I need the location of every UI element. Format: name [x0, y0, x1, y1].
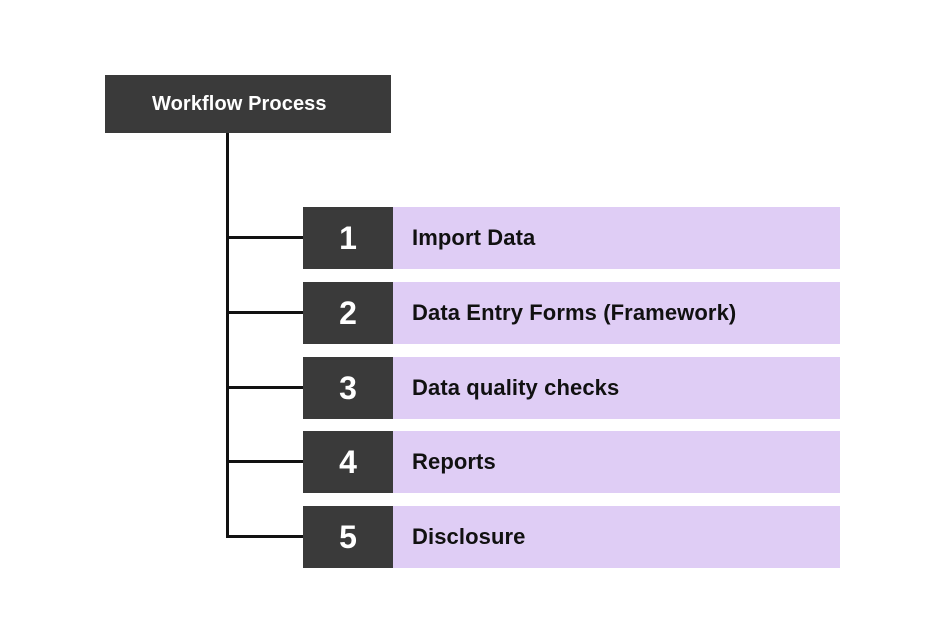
step-label-box: Disclosure [393, 506, 840, 568]
step-number-box: 3 [303, 357, 393, 419]
trunk-line [226, 133, 229, 538]
step-label: Disclosure [412, 524, 526, 549]
step-label: Import Data [412, 225, 536, 250]
step-number: 2 [339, 295, 357, 331]
step-number: 3 [339, 370, 357, 406]
step-label-box: Data quality checks [393, 357, 840, 419]
branch-line-1 [226, 236, 304, 239]
step-number-box: 5 [303, 506, 393, 568]
step-label: Data quality checks [412, 375, 620, 400]
step-row[interactable]: 1 Import Data [303, 207, 840, 269]
step-label-box: Reports [393, 431, 840, 493]
root-node: Workflow Process [105, 75, 391, 133]
step-number-box: 2 [303, 282, 393, 344]
step-number-box: 1 [303, 207, 393, 269]
step-label: Data Entry Forms (Framework) [412, 300, 737, 325]
branch-line-4 [226, 460, 304, 463]
step-label-box: Import Data [393, 207, 840, 269]
step-row[interactable]: 2 Data Entry Forms (Framework) [303, 282, 840, 344]
branch-line-2 [226, 311, 304, 314]
step-number: 1 [339, 220, 357, 256]
step-number: 5 [339, 519, 357, 555]
branch-line-3 [226, 386, 304, 389]
step-number: 4 [339, 444, 357, 480]
step-row[interactable]: 5 Disclosure [303, 506, 840, 568]
step-label-box: Data Entry Forms (Framework) [393, 282, 840, 344]
branch-line-5 [226, 535, 304, 538]
step-label: Reports [412, 449, 496, 474]
step-row[interactable]: 4 Reports [303, 431, 840, 493]
root-node-label: Workflow Process [152, 92, 327, 115]
step-number-box: 4 [303, 431, 393, 493]
step-row[interactable]: 3 Data quality checks [303, 357, 840, 419]
